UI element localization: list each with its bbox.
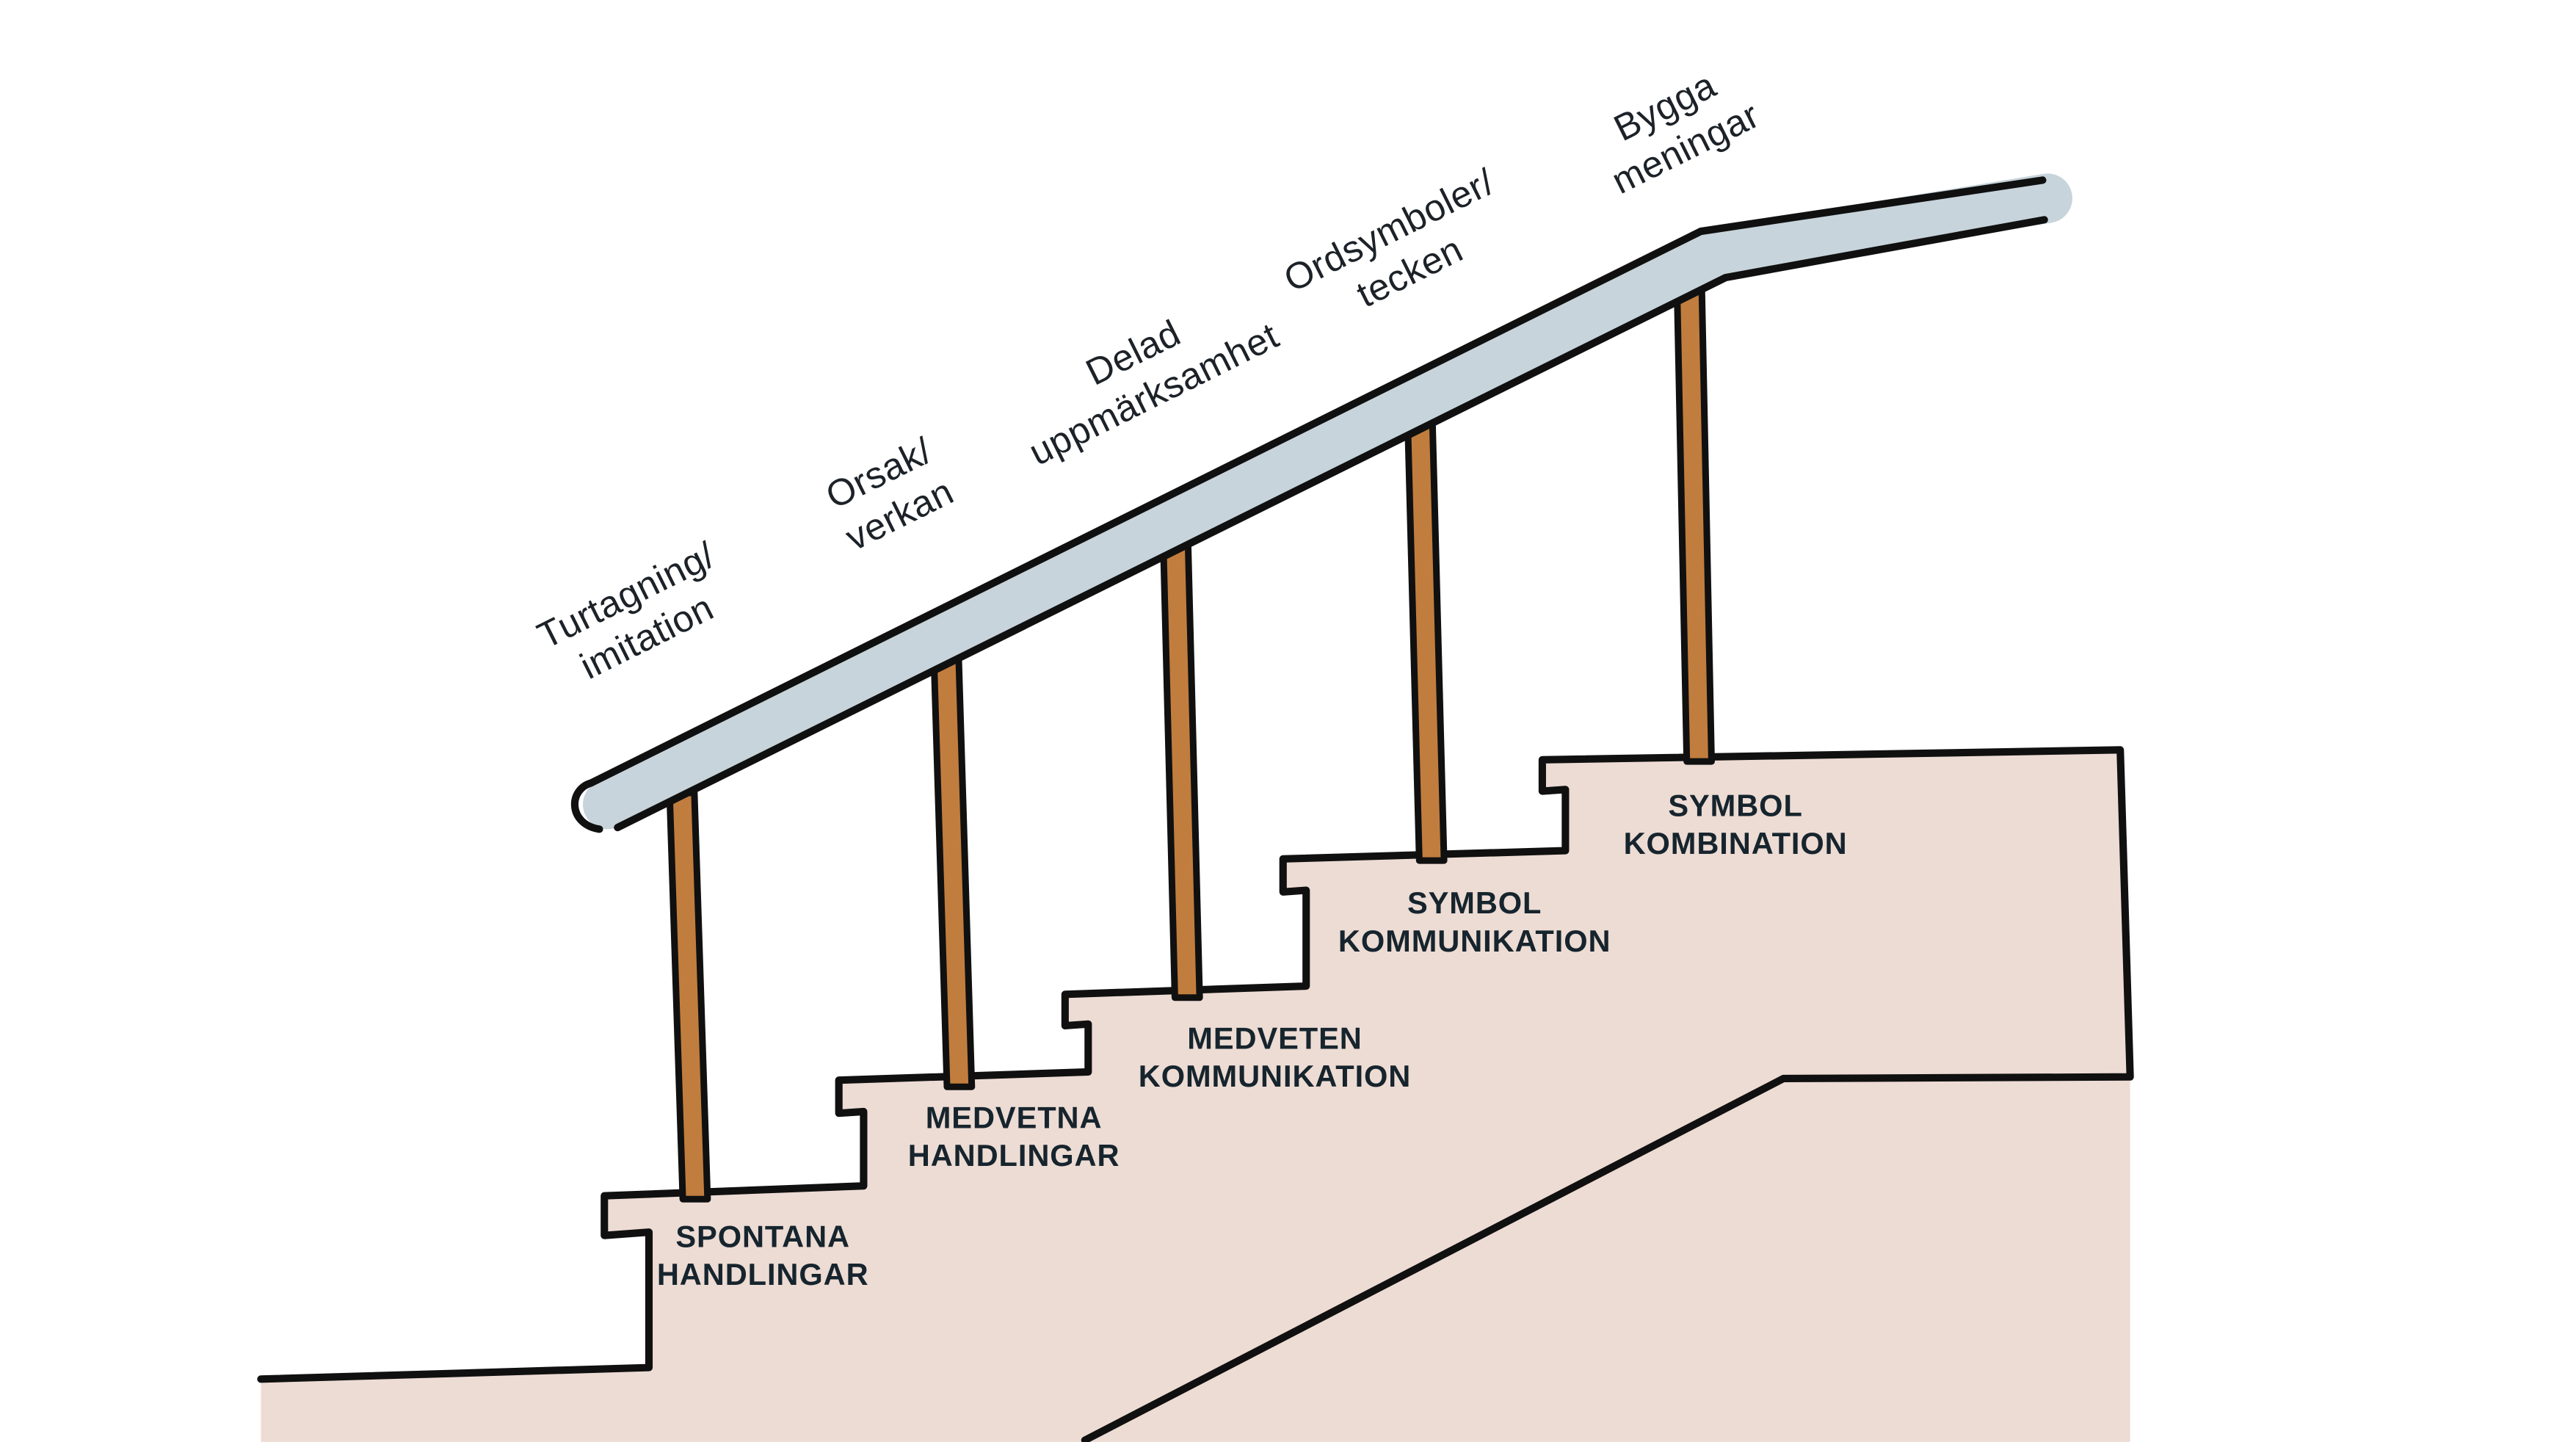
step-label-3: MEDVETEN KOMMUNIKATION	[1139, 1021, 1412, 1093]
step-label-1: SPONTANA HANDLINGAR	[657, 1219, 869, 1291]
step-label-3-line-2: KOMMUNIKATION	[1139, 1059, 1412, 1093]
rail-label-4: Ordsymboler/ tecken	[1277, 160, 1501, 315]
rail-label-1: Turtagning/ imitation	[531, 534, 722, 687]
stair-outline	[257, 746, 2134, 1442]
step-label-4-line-2: KOMMUNIKATION	[1338, 924, 1611, 958]
baluster-4	[1404, 419, 1448, 864]
step-label-2-line-2: HANDLINGAR	[908, 1138, 1120, 1173]
step-label-3-line-1: MEDVETEN	[1187, 1021, 1362, 1055]
handrail-end-curl-icon	[570, 779, 603, 833]
rail-label-5: Bygga meningar	[1605, 63, 1766, 201]
step-label-5-line-1: SYMBOL	[1668, 788, 1802, 822]
step-label-4: SYMBOL KOMMUNIKATION	[1338, 885, 1611, 958]
handrail-top-edge	[587, 176, 2047, 787]
baluster-1	[666, 789, 711, 1203]
stair-body	[261, 750, 2130, 1442]
rail-label-2: Orsak/ verkan	[819, 429, 960, 558]
handrail-band	[583, 173, 2072, 830]
step-label-5: SYMBOL KOMBINATION	[1624, 788, 1848, 861]
step-label-2: MEDVETNA HANDLINGAR	[908, 1100, 1120, 1173]
step-label-2-line-1: MEDVETNA	[926, 1100, 1103, 1134]
step-label-5-line-2: KOMBINATION	[1624, 826, 1848, 861]
baluster-3	[1160, 541, 1203, 1001]
step-label-4-line-1: SYMBOL	[1407, 885, 1542, 920]
step-label-1-line-2: HANDLINGAR	[657, 1257, 869, 1291]
step-label-1-line-1: SPONTANA	[675, 1219, 850, 1253]
rail-label-3: Delad uppmärksamhet	[1023, 311, 1285, 474]
baluster-5	[1673, 278, 1715, 765]
baluster-2	[930, 651, 976, 1090]
handrail-bottom-edge	[614, 216, 2048, 832]
